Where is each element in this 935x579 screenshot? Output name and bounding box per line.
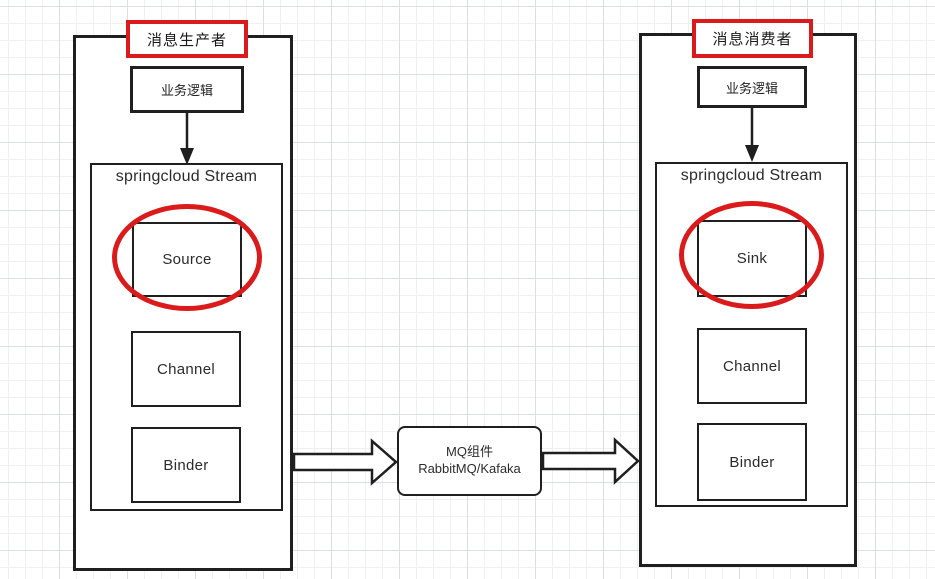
consumer-business-logic-box: 业务逻辑 — [697, 66, 807, 108]
producer-down-arrow — [180, 112, 194, 165]
producer-binder-box: Binder — [131, 427, 241, 503]
consumer-title-highlight-rect: 消息消费者 — [692, 19, 813, 58]
mq-component-line1: MQ组件 — [446, 444, 493, 460]
consumer-stream-label: springcloud Stream — [680, 167, 823, 184]
consumer-channel-label: Channel — [723, 357, 781, 375]
producer-title-highlight-rect: 消息生产者 — [126, 20, 248, 58]
producer-title: 消息生产者 — [130, 24, 244, 54]
producer-source-highlight-ellipse — [112, 204, 262, 311]
block-arrow-producer-to-mq — [292, 438, 398, 486]
consumer-binder-box: Binder — [697, 423, 807, 501]
producer-channel-label: Channel — [157, 360, 215, 378]
consumer-business-logic-label: 业务逻辑 — [725, 80, 778, 96]
consumer-sink-highlight-ellipse — [679, 201, 824, 309]
producer-business-logic-box: 业务逻辑 — [130, 66, 244, 113]
mq-component-line2: RabbitMQ/Kafaka — [418, 461, 521, 476]
block-arrow-mq-to-consumer — [541, 437, 640, 485]
producer-stream-label: springcloud Stream — [115, 168, 258, 185]
producer-binder-label: Binder — [163, 456, 209, 474]
consumer-channel-box: Channel — [697, 328, 807, 404]
producer-channel-box: Channel — [131, 331, 241, 407]
mq-component-box: MQ组件 RabbitMQ/Kafaka — [397, 426, 542, 496]
producer-business-logic-label: 业务逻辑 — [160, 83, 213, 98]
consumer-binder-label: Binder — [729, 453, 775, 471]
consumer-down-arrow — [745, 107, 759, 162]
consumer-title: 消息消费者 — [696, 23, 809, 54]
